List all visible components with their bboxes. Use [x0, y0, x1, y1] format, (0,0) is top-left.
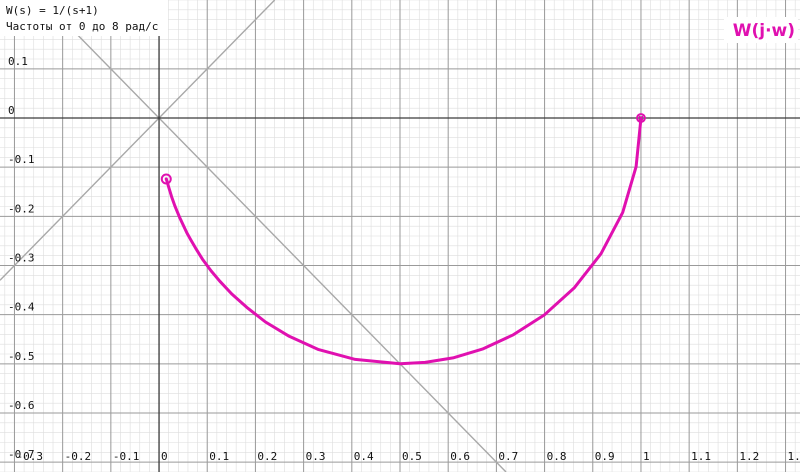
- x-tick-label: 1.1: [691, 450, 711, 463]
- legend-series-label: W(j·w): [733, 21, 795, 41]
- y-tick-label: 0.1: [8, 55, 28, 68]
- x-tick-label: 0.1: [209, 450, 229, 463]
- marker-layer: [160, 113, 646, 185]
- y-tick-label: -0.7: [8, 448, 35, 461]
- end-marker: [160, 173, 172, 185]
- x-tick-label: 0.5: [402, 450, 422, 463]
- x-tick-label: -0.1: [113, 450, 140, 463]
- x-tick-label: 1.2: [739, 450, 759, 463]
- x-tick-label: 1.3: [788, 450, 800, 463]
- x-tick-label: 0.8: [547, 450, 567, 463]
- end-marker-dot: [164, 177, 168, 181]
- y-tick-label: -0.4: [8, 301, 35, 314]
- formula-text: W(s) = 1/(s+1): [6, 4, 99, 17]
- nyquist-curve: [164, 116, 643, 366]
- x-tick-label: 0.4: [354, 450, 374, 463]
- x-tick-label: 0.7: [498, 450, 518, 463]
- y-tick-label: -0.5: [8, 350, 35, 363]
- x-tick-label: 0: [161, 450, 168, 463]
- diagonal-line-negative: [42, 0, 507, 472]
- y-tick-label: -0.1: [8, 153, 35, 166]
- start-marker-cross: [637, 114, 645, 122]
- y-tick-label: -0.6: [8, 399, 35, 412]
- series-layer: [164, 116, 643, 366]
- x-tick-label: -0.3: [16, 450, 43, 463]
- diagonal-line-positive: [0, 0, 276, 281]
- tick-labels: -0.3 -0.2 -0.1 0 0.1 0.2 0.3 0.4 0.5 0.6 0.7 0.8 0.9…: [8, 55, 800, 463]
- y-tick-label: -0.3: [8, 252, 35, 265]
- x-tick-label: 0.2: [257, 450, 277, 463]
- x-tick-label: -0.2: [65, 450, 92, 463]
- x-tick-label: 0.3: [306, 450, 326, 463]
- x-tick-label: 0.6: [450, 450, 470, 463]
- legend-box: [724, 17, 798, 43]
- y-tick-label: 0: [8, 104, 15, 117]
- info-box: [0, 0, 168, 36]
- x-tick-label: 0.9: [595, 450, 615, 463]
- start-marker: [636, 113, 646, 123]
- x-tick-label: 1: [643, 450, 650, 463]
- diagonal-guides: [0, 0, 507, 472]
- y-tick-label: -0.2: [8, 202, 35, 215]
- frequency-range-text: Частоты от 0 до 8 рад/с: [6, 20, 158, 33]
